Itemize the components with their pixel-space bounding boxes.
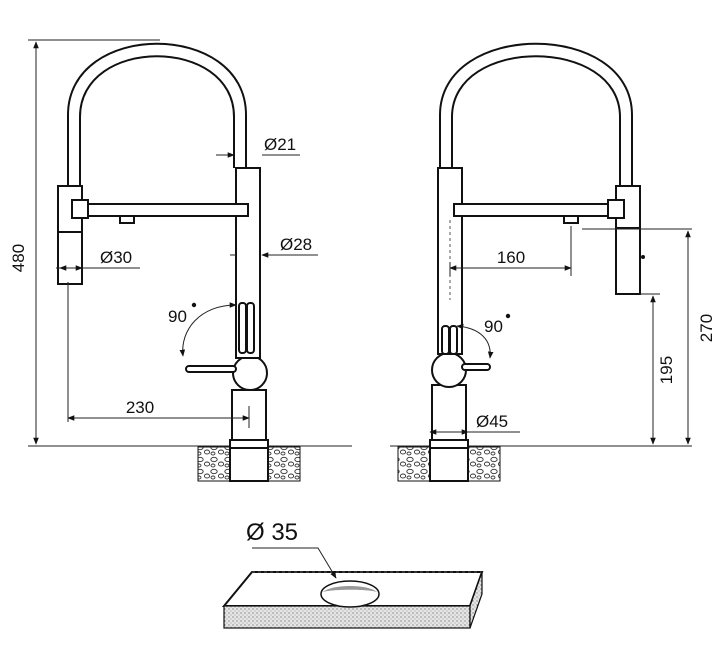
height-270-label: 270 xyxy=(697,314,716,342)
reach-230-label: 230 xyxy=(126,398,154,417)
height-195-label: 195 xyxy=(657,356,676,384)
spray-reach-160-label: 160 xyxy=(497,248,525,267)
sprayer-diameter-label: Ø30 xyxy=(100,248,132,267)
rotation-right-label: 90 xyxy=(484,317,503,336)
rotation-left-label: 90 xyxy=(168,307,187,326)
right-dimensions: 160 90 Ø45 270 195 xyxy=(429,226,716,445)
right-faucet xyxy=(390,42,692,482)
spout-diameter-label: Ø28 xyxy=(280,235,312,254)
left-dimensions: 480 Ø21 Ø28 Ø30 90 230 xyxy=(9,39,318,445)
hole-diameter-label: Ø 35 xyxy=(246,519,298,546)
base-diameter-label: Ø45 xyxy=(476,412,508,431)
hose-diameter-label: Ø21 xyxy=(264,135,296,154)
height-480-label: 480 xyxy=(9,244,28,272)
mounting-plate: Ø 35 xyxy=(221,519,484,629)
left-faucet xyxy=(28,42,352,482)
